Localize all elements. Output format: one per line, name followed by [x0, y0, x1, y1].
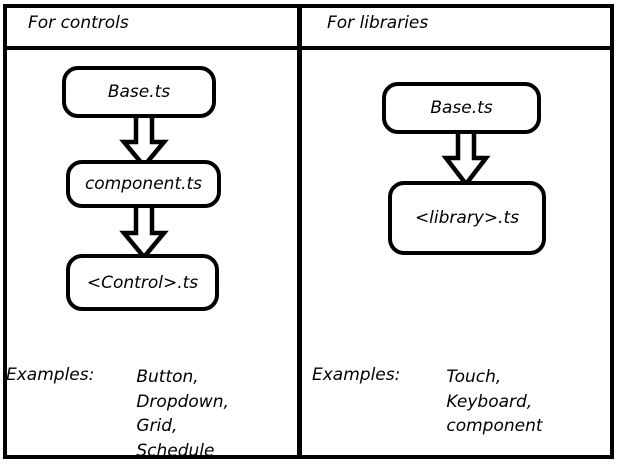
examples-label: Examples:: [312, 365, 401, 385]
hollow-block-arrow-down-icon: [119, 200, 169, 261]
node-library-ts[interactable]: <library>.ts: [388, 181, 546, 255]
node-label: <Control>.ts: [86, 272, 199, 293]
panel-header-controls: For controls: [28, 13, 129, 33]
header-divider: [3, 46, 614, 50]
hollow-block-arrow-down-icon: [441, 125, 491, 188]
node-label: <library>.ts: [414, 208, 520, 228]
node-label: component.ts: [84, 174, 203, 194]
examples-controls: Examples: Button, Dropdown, Grid, Schedu…: [6, 365, 229, 464]
examples-list: Touch, Keyboard, component: [446, 367, 543, 437]
examples-label: Examples:: [6, 365, 95, 385]
arrow-component-to-control: [118, 200, 170, 261]
panel-header-libraries: For libraries: [327, 13, 429, 33]
node-base-ts-libraries[interactable]: Base.ts: [382, 82, 541, 134]
node-label: Base.ts: [107, 82, 171, 102]
examples-libraries: Examples: Touch, Keyboard, component: [312, 365, 543, 439]
arrow-base-to-library: [440, 125, 492, 188]
examples-list: Button, Dropdown, Grid, Schedule: [136, 367, 229, 461]
node-base-ts-controls[interactable]: Base.ts: [62, 66, 216, 118]
node-label: Base.ts: [430, 98, 493, 118]
column-divider: [297, 4, 302, 459]
node-control-ts[interactable]: <Control>.ts: [66, 254, 219, 311]
node-component-ts[interactable]: component.ts: [66, 160, 221, 208]
